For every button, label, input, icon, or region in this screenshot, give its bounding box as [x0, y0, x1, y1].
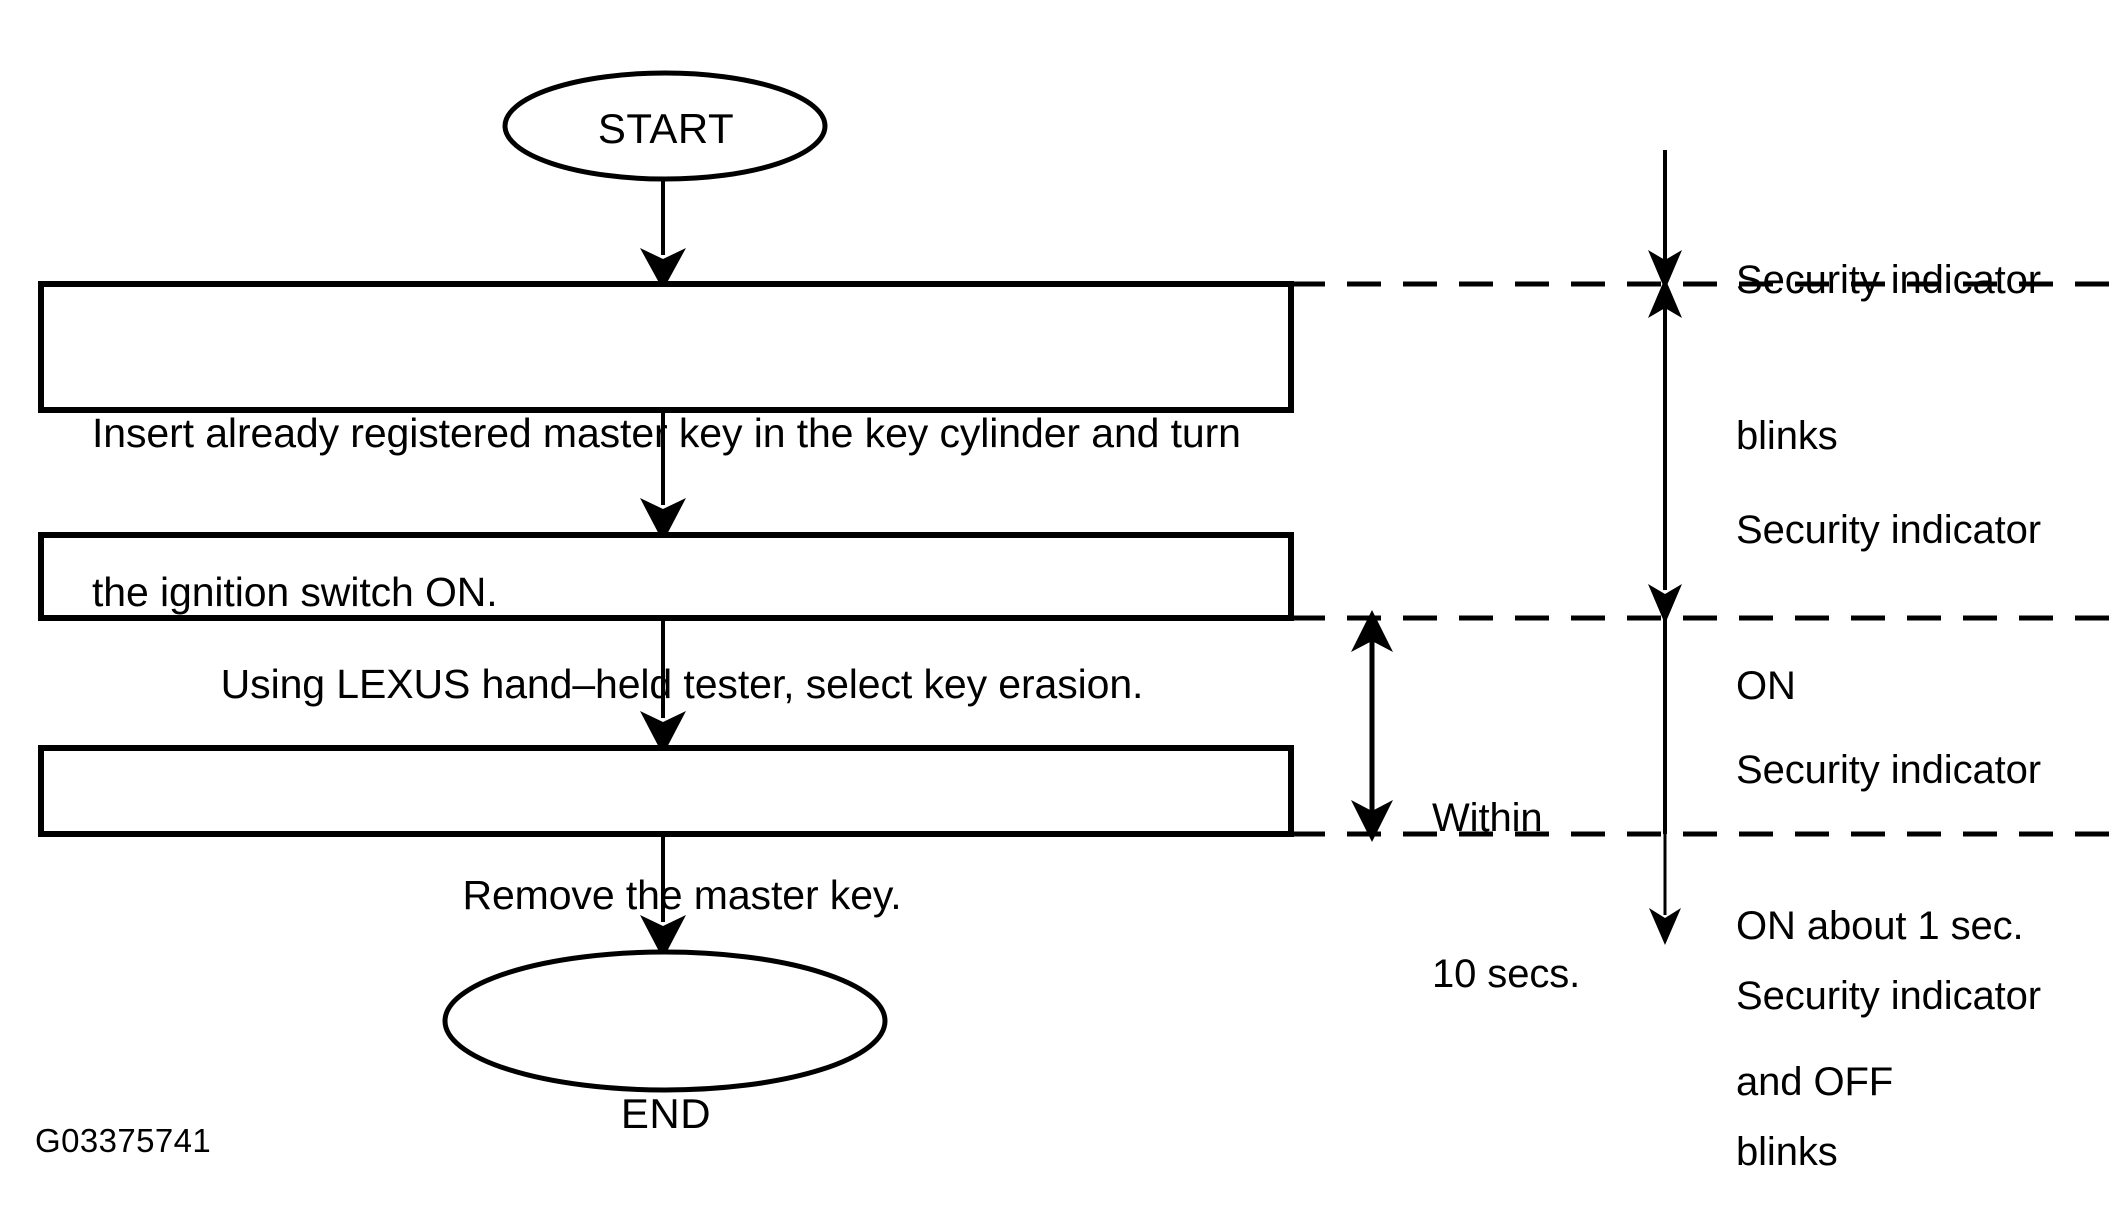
step2-text-block: Using LEXUS hand–held tester, select key…: [92, 551, 1272, 817]
timing-line-1: Within: [1432, 796, 1543, 840]
timeline-arrow-down-4: [1649, 908, 1681, 945]
end-line-1: END: [620, 1090, 712, 1138]
indicator-timeline: [1648, 150, 1682, 945]
timing-line-2: 10 secs.: [1432, 952, 1581, 996]
start-terminal-label: START: [597, 105, 735, 152]
timing-double-arrow: [1351, 610, 1393, 842]
dashed-separator-lines: [1291, 281, 2116, 837]
step1-line-1: Insert already registered master key in …: [92, 409, 1241, 456]
indicator-note-4: Security indicator blinks: [1736, 866, 2106, 1212]
connector-start-to-step1: [640, 179, 686, 290]
step1-process-box: [38, 281, 1294, 413]
indicator-note-2-line-1: Security indicator: [1736, 508, 2041, 552]
step2-line-1: Using LEXUS hand–held tester, select key…: [220, 660, 1144, 707]
timeline-arrow-down-2: [1648, 584, 1682, 624]
indicator-note-3-line-3: and OFF: [1736, 1060, 1894, 1104]
end-terminal-label: END (Key code erased): [445, 978, 887, 1212]
timing-annotation: Within 10 secs.: [1432, 688, 1692, 1104]
indicator-note-2-line-2: ON: [1736, 664, 1796, 708]
indicator-note-3-line-1: Security indicator: [1736, 748, 2041, 792]
indicator-note-1: Security indicator blinks: [1736, 150, 2106, 566]
indicator-note-4-line-1: Security indicator: [1736, 974, 2041, 1018]
indicator-note-1-line-1: Security indicator: [1736, 258, 2041, 302]
indicator-note-3-line-2: ON about 1 sec.: [1736, 904, 2024, 948]
step1-text-block: Insert already registered master key in …: [92, 300, 1272, 726]
indicator-note-3: Security indicator ON about 1 sec. and O…: [1736, 640, 2106, 1212]
connector-step3-to-end: [640, 834, 686, 959]
figure-code-label: G03375741: [35, 1122, 212, 1159]
step2-process-box: [38, 532, 1294, 621]
step3-line-1: Remove the master key.: [462, 871, 902, 918]
timeline-arrow-up-2: [1648, 278, 1682, 318]
step3-text-block: Remove the master key.: [92, 762, 1272, 1028]
connector-step2-to-step3: [640, 618, 686, 755]
end-terminal-shape: [442, 949, 888, 1093]
connector-step1-to-step2: [640, 410, 686, 542]
step3-process-box: [38, 745, 1294, 837]
indicator-note-1-line-2: blinks: [1736, 414, 1838, 458]
indicator-note-2: Security indicator ON: [1736, 400, 2106, 816]
indicator-note-4-line-2: blinks: [1736, 1130, 1838, 1174]
step1-line-2: the ignition switch ON.: [92, 569, 498, 616]
timeline-arrow-down-1: [1648, 250, 1682, 290]
